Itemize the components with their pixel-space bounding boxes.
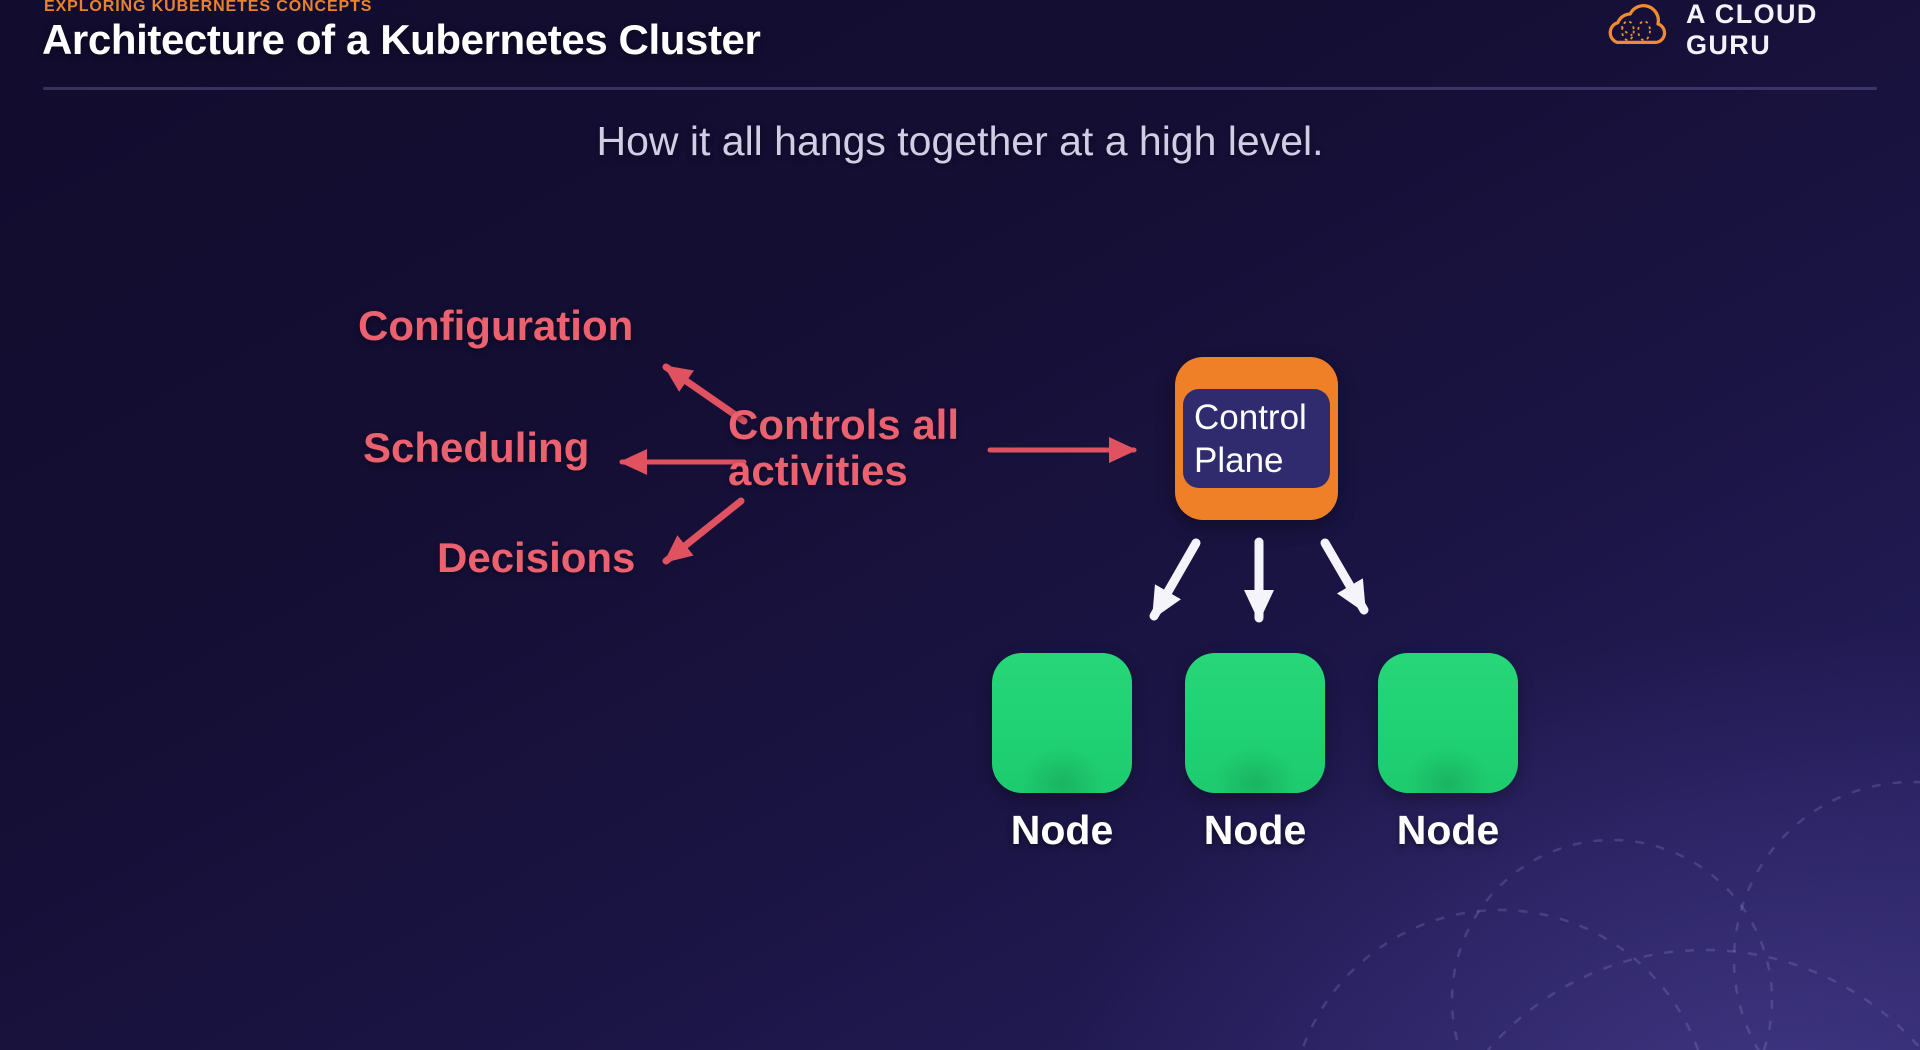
node-label-2: Node [1203, 807, 1307, 853]
label-controls-all-activities: Controls all activities [728, 402, 959, 494]
control-plane-box: Control Plane [1175, 357, 1338, 520]
header-divider [43, 87, 1877, 90]
node-box-2 [1185, 653, 1325, 793]
acg-logo-text: A CLOUD GURU [1686, 0, 1818, 60]
node-label-1: Node [1010, 807, 1114, 853]
node-box-1 [992, 653, 1132, 793]
eyebrow-label: EXPLORING KUBERNETES CONCEPTS [44, 0, 373, 15]
control-plane-line-1: Control [1194, 397, 1307, 437]
arrow-control-plane-to-node-1 [1149, 538, 1201, 621]
node-group-2: Node [1185, 653, 1325, 854]
node-group-3: Node [1378, 653, 1518, 854]
acg-cloud-icon [1600, 3, 1672, 57]
page-title: Architecture of a Kubernetes Cluster [42, 16, 761, 63]
control-plane-line-2: Plane [1194, 440, 1284, 480]
node-group-1: Node [992, 653, 1132, 854]
slide-subtitle: How it all hangs together at a high leve… [596, 118, 1324, 164]
arrow-control-plane-to-node-3 [1320, 538, 1369, 615]
label-configuration: Configuration [358, 302, 634, 349]
acg-logo: A CLOUD GURU [1600, 0, 1890, 60]
label-decisions: Decisions [437, 534, 636, 581]
control-plane-inner-panel: Control Plane [1183, 389, 1330, 488]
controls-line-2: activities [728, 447, 908, 494]
node-box-3 [1378, 653, 1518, 793]
controls-line-1: Controls all [728, 401, 960, 448]
label-scheduling: Scheduling [363, 424, 590, 471]
node-label-3: Node [1396, 807, 1500, 853]
arrow-to-decisions [662, 497, 745, 565]
